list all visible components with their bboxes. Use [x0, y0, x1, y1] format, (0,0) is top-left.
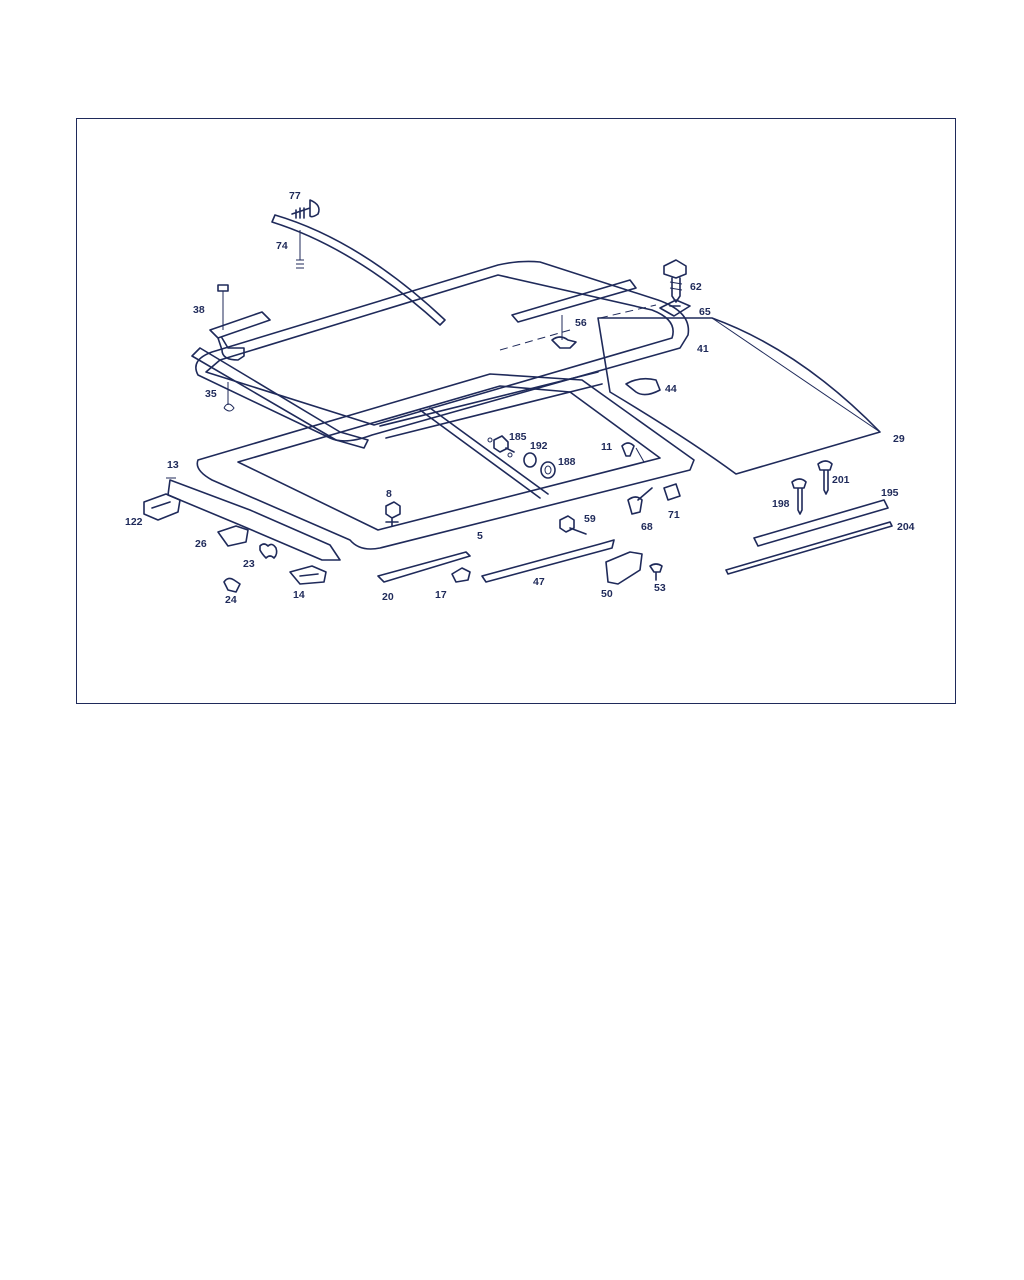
part-62-bolt[interactable]: [663, 259, 687, 303]
callout-59: 59: [584, 513, 596, 525]
part-195-strip[interactable]: [753, 499, 889, 547]
part-204-strip[interactable]: [725, 521, 893, 575]
callout-122: 122: [125, 516, 143, 528]
detail-35: [223, 403, 235, 412]
part-56-clip: [551, 336, 577, 349]
diagram-frame: [76, 118, 956, 704]
frame-hole: [507, 452, 513, 458]
callout-11: 11: [601, 441, 612, 453]
callout-65: 65: [699, 306, 711, 318]
part-35-side-seal[interactable]: [191, 347, 369, 449]
callout-14: 14: [293, 589, 305, 601]
callout-204: 204: [897, 521, 915, 533]
part-53-screw[interactable]: [649, 563, 663, 581]
part-41-seal-inner: [205, 274, 674, 426]
leader-11: [635, 447, 645, 463]
part-192-washer[interactable]: [523, 452, 537, 468]
part-188-bushing[interactable]: [540, 461, 556, 479]
callout-20: 20: [382, 591, 394, 603]
part-185-bolt[interactable]: [493, 435, 515, 453]
callout-17: 17: [435, 589, 447, 601]
part-71-clip[interactable]: [663, 483, 681, 501]
detail-74: [296, 259, 304, 269]
bushing-hole: [544, 465, 552, 475]
part-24-clip[interactable]: [223, 577, 241, 593]
part-198-screw[interactable]: [791, 478, 807, 515]
callout-8: 8: [386, 488, 392, 500]
callout-74: 74: [276, 240, 288, 252]
part-201-screw[interactable]: [817, 460, 833, 495]
callout-195: 195: [881, 487, 899, 499]
callout-188: 188: [558, 456, 576, 468]
callout-29: 29: [893, 433, 905, 445]
callout-38: 38: [193, 304, 205, 316]
part-26-bracket[interactable]: [217, 525, 249, 547]
part-20-arm[interactable]: [377, 551, 471, 583]
part-29-glass-panel[interactable]: [597, 317, 881, 475]
callout-26: 26: [195, 538, 207, 550]
callout-71: 71: [668, 509, 680, 521]
leader-41-dash: [599, 304, 657, 319]
callout-44: 44: [665, 383, 677, 395]
part-23-spring[interactable]: [259, 543, 278, 559]
callout-53: 53: [654, 582, 666, 594]
part-56-rear-bar[interactable]: [511, 279, 637, 323]
callout-41: 41: [697, 343, 709, 355]
callout-13: 13: [167, 459, 179, 471]
part-5-main-frame[interactable]: [196, 373, 695, 550]
bolt-thread: [669, 281, 683, 291]
part-11-screw[interactable]: [621, 442, 635, 457]
part-68-bolt[interactable]: [627, 487, 653, 515]
callout-62: 62: [690, 281, 702, 293]
callout-23: 23: [243, 558, 255, 570]
part-77-screw[interactable]: [291, 199, 320, 219]
part-122-bracket[interactable]: [143, 493, 181, 521]
callout-77: 77: [289, 190, 301, 202]
part-17-clip[interactable]: [451, 567, 471, 583]
callout-47: 47: [533, 576, 545, 588]
callout-35: 35: [205, 388, 217, 400]
part-5-crossmember: [379, 371, 603, 499]
part-5-inner-frame: [237, 385, 661, 531]
part-14-slide[interactable]: [289, 565, 327, 585]
part-38-front-seal[interactable]: [209, 311, 271, 361]
callout-5: 5: [477, 530, 483, 542]
callout-68: 68: [641, 521, 653, 533]
frame-hole: [487, 437, 493, 443]
part-44-guide[interactable]: [625, 377, 661, 396]
callout-185: 185: [509, 431, 527, 443]
glass-edge-line: [711, 317, 881, 433]
part-65-clip-nut[interactable]: [659, 299, 691, 317]
part-74-rail[interactable]: [271, 214, 446, 326]
callout-198: 198: [772, 498, 790, 510]
part-47-strip[interactable]: [481, 539, 615, 583]
part-13-front-rail[interactable]: [167, 479, 341, 561]
callout-201: 201: [832, 474, 850, 486]
part-38-clip: [217, 284, 229, 292]
part-50-bracket[interactable]: [605, 551, 643, 585]
callout-56: 56: [575, 317, 587, 329]
part-59-bolt[interactable]: [559, 515, 587, 535]
callout-50: 50: [601, 588, 613, 600]
part-8-bolt[interactable]: [385, 501, 401, 527]
part-41-seal-frame[interactable]: [195, 260, 690, 442]
callout-24: 24: [225, 594, 237, 606]
callout-192: 192: [530, 440, 548, 452]
